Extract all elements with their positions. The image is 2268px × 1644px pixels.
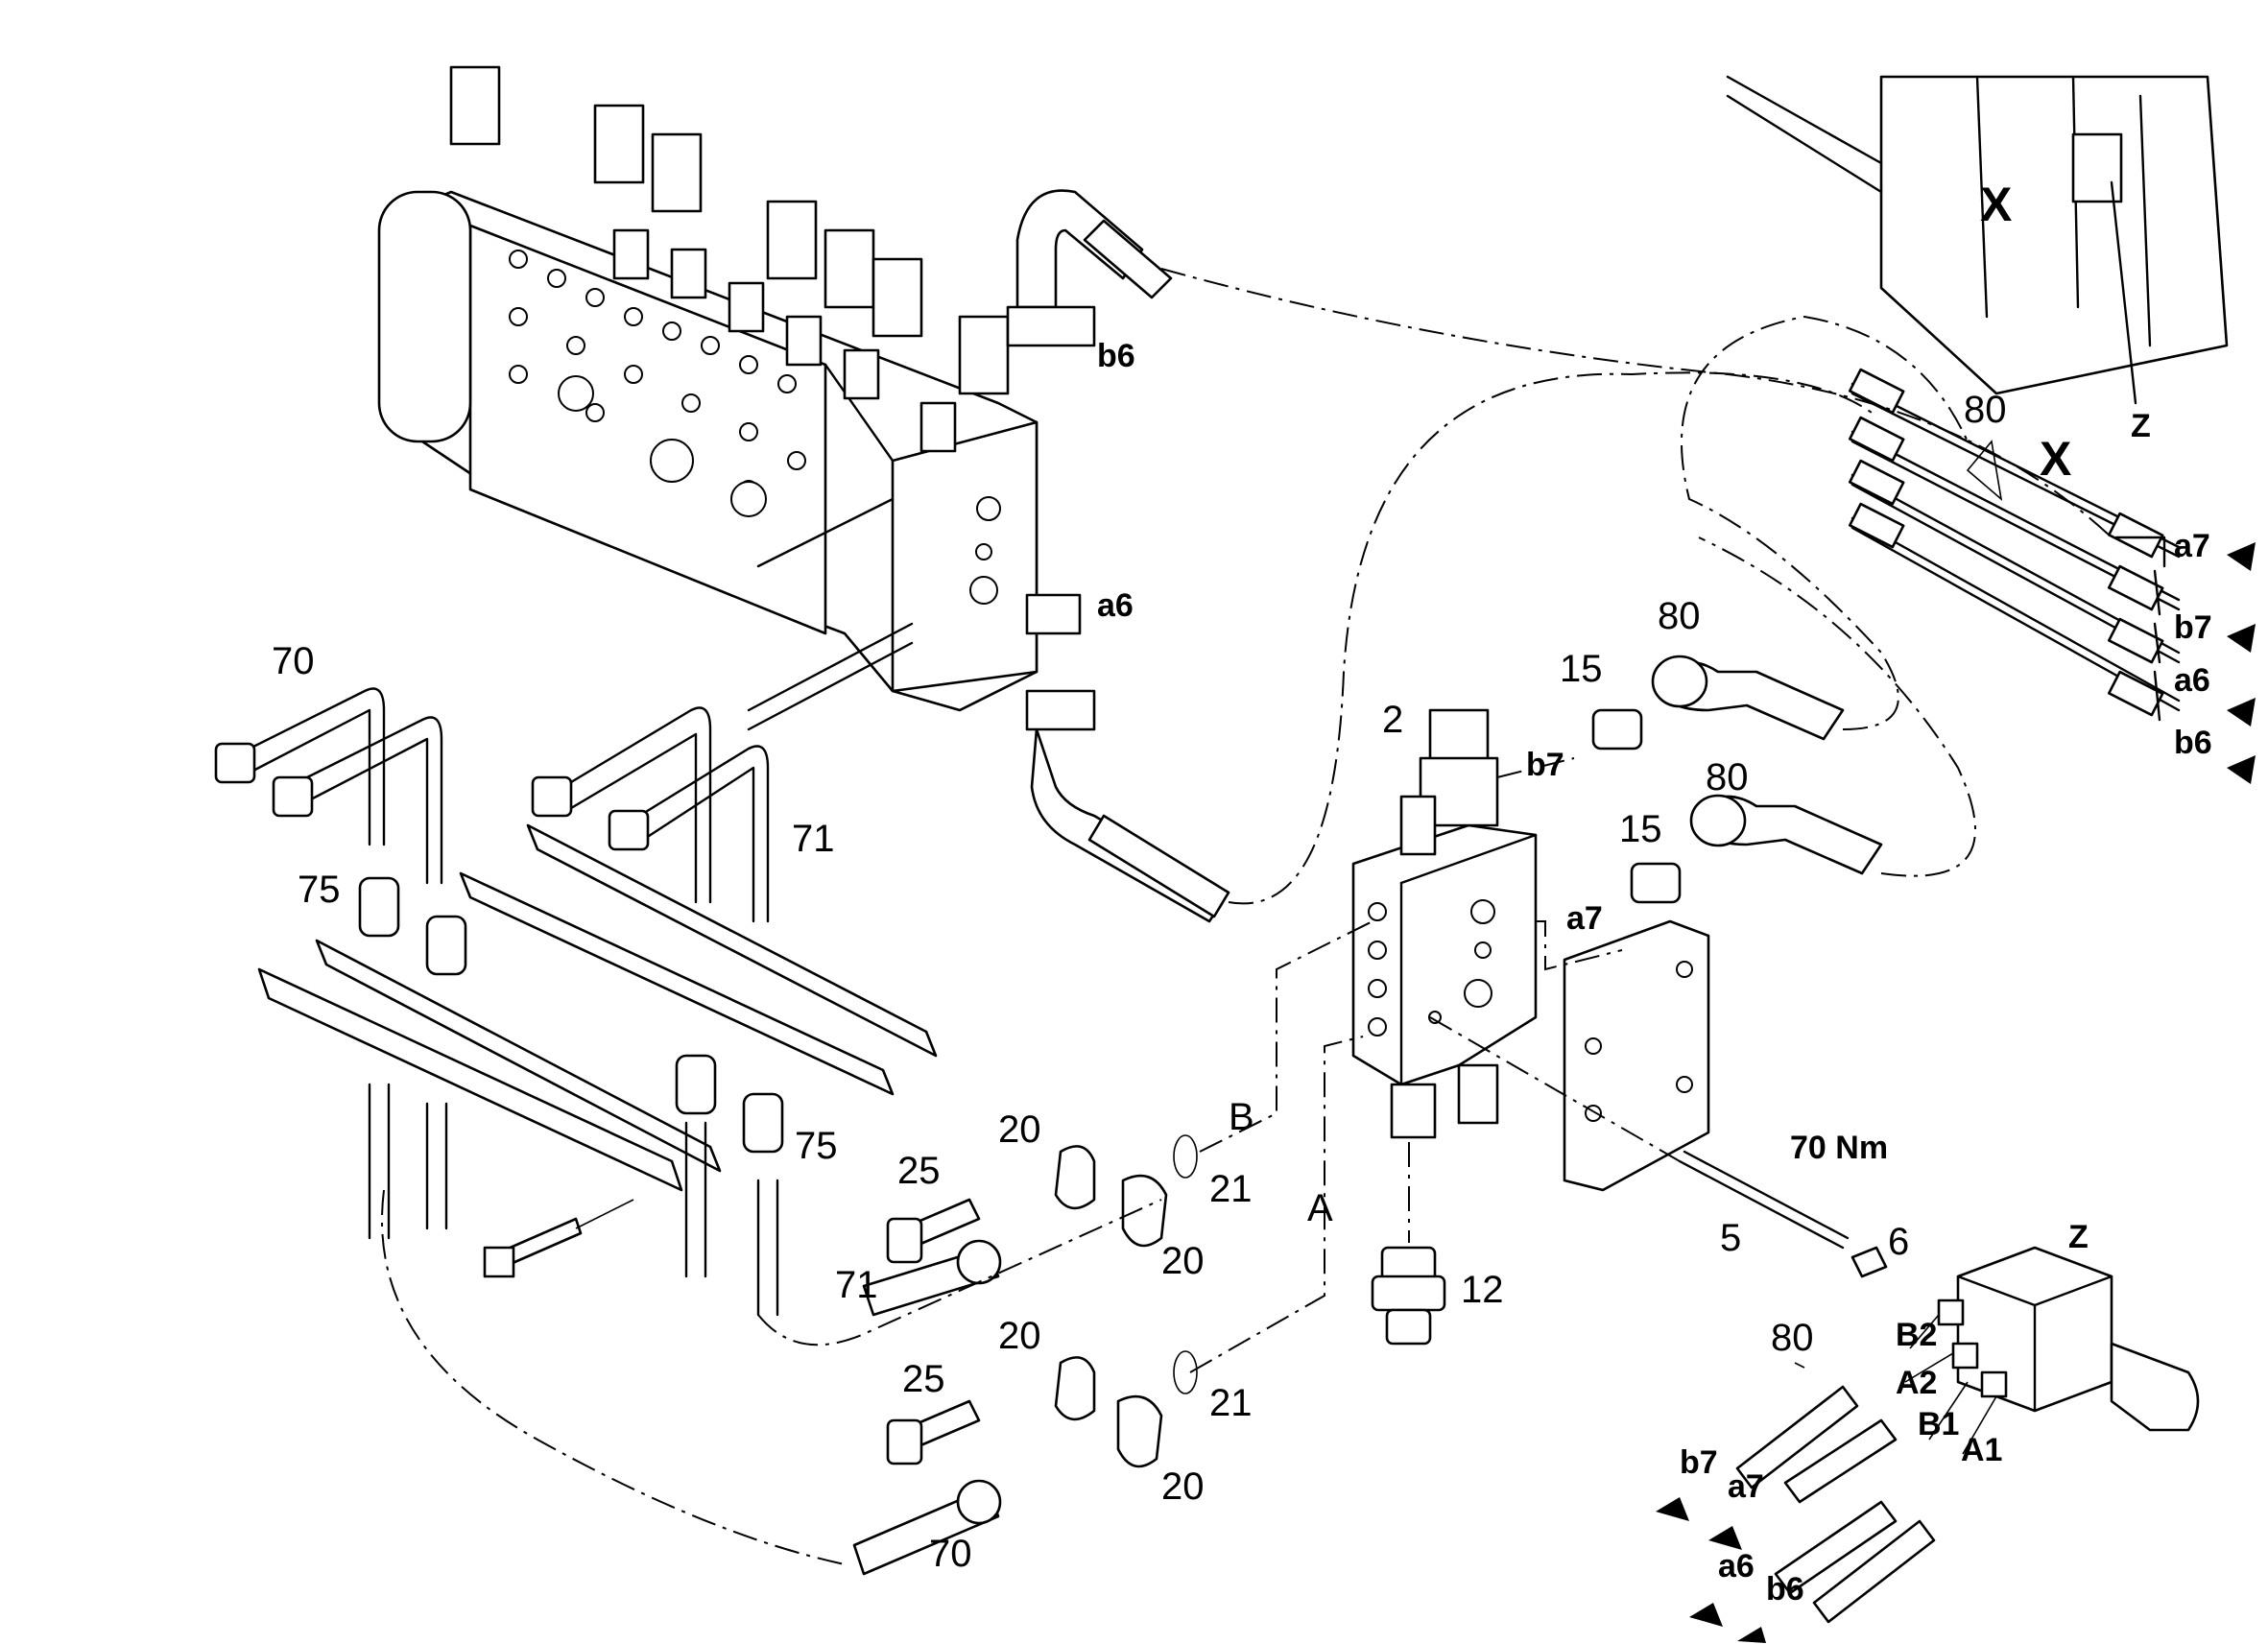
- label-B: B: [1229, 1096, 1254, 1138]
- label-Z-valve: Z: [2068, 1219, 2089, 1255]
- label-75-left: 75: [298, 869, 341, 911]
- label-b6-right: b6: [2174, 725, 2212, 761]
- label-20-upper-b: 20: [1161, 1240, 1205, 1282]
- label-A: A: [1307, 1187, 1333, 1229]
- tube-rail-assembly: [214, 687, 938, 1317]
- label-a7-mid: a7: [1566, 900, 1603, 937]
- label-15-lower: 15: [1619, 808, 1662, 850]
- label-70-top: 70: [272, 640, 315, 682]
- label-b6-top: b6: [1097, 338, 1135, 374]
- label-B2: B2: [1896, 1317, 1937, 1353]
- label-21-lower: 21: [1209, 1382, 1253, 1424]
- label-torque: 70 Nm: [1790, 1130, 1888, 1166]
- label-80-upper: 80: [1658, 595, 1701, 637]
- label-a6-top: a6: [1097, 587, 1134, 624]
- label-b7-mid: b7: [1526, 747, 1564, 783]
- label-a6-bottom: a6: [1718, 1548, 1755, 1584]
- label-X-bundle: X: [2040, 432, 2071, 486]
- label-20-lower-a: 20: [998, 1315, 1041, 1357]
- label-25-upper: 25: [897, 1150, 941, 1192]
- label-5: 5: [1720, 1217, 1741, 1259]
- label-12: 12: [1461, 1269, 1504, 1311]
- label-b6-bottom: b6: [1766, 1571, 1804, 1608]
- label-b7-right: b7: [2174, 609, 2212, 646]
- label-80-bundle: 80: [1964, 389, 2007, 431]
- machine-frame-detail: [1726, 75, 2256, 784]
- label-a6-right: a6: [2174, 662, 2210, 699]
- label-2: 2: [1382, 699, 1403, 741]
- control-valve-assembly: [377, 65, 1230, 923]
- centre-valve-assembly: [1351, 655, 1888, 1346]
- label-15-upper: 15: [1560, 648, 1603, 690]
- routing-lines: [381, 268, 2113, 1565]
- label-20-lower-b: 20: [1161, 1465, 1205, 1508]
- label-X-frame: X: [1980, 178, 2012, 231]
- label-25-lower: 25: [902, 1358, 945, 1400]
- label-21-upper: 21: [1209, 1168, 1253, 1210]
- label-80-middle: 80: [1706, 756, 1749, 798]
- label-a7-bottom: a7: [1728, 1468, 1764, 1505]
- flange-parts: [852, 1134, 1198, 1576]
- label-75-right: 75: [795, 1125, 838, 1167]
- label-71-lower: 71: [835, 1264, 878, 1306]
- callout-labels: 70 71 75 75 20 20 20 20 21 21 25 25 71 7…: [272, 178, 2212, 1608]
- label-6: 6: [1888, 1221, 1909, 1263]
- label-A1: A1: [1961, 1432, 2002, 1468]
- label-20-upper-a: 20: [998, 1108, 1041, 1151]
- label-70-lower: 70: [929, 1533, 972, 1575]
- label-71-right: 71: [792, 818, 835, 860]
- label-a7-right: a7: [2174, 528, 2210, 564]
- label-80-lower: 80: [1771, 1317, 1814, 1359]
- label-A2: A2: [1896, 1365, 1937, 1401]
- label-B1: B1: [1918, 1406, 1959, 1442]
- label-Z-frame: Z: [2131, 408, 2151, 444]
- z-valve-detail: [1656, 1246, 2200, 1643]
- label-b7-bottom: b7: [1680, 1444, 1718, 1481]
